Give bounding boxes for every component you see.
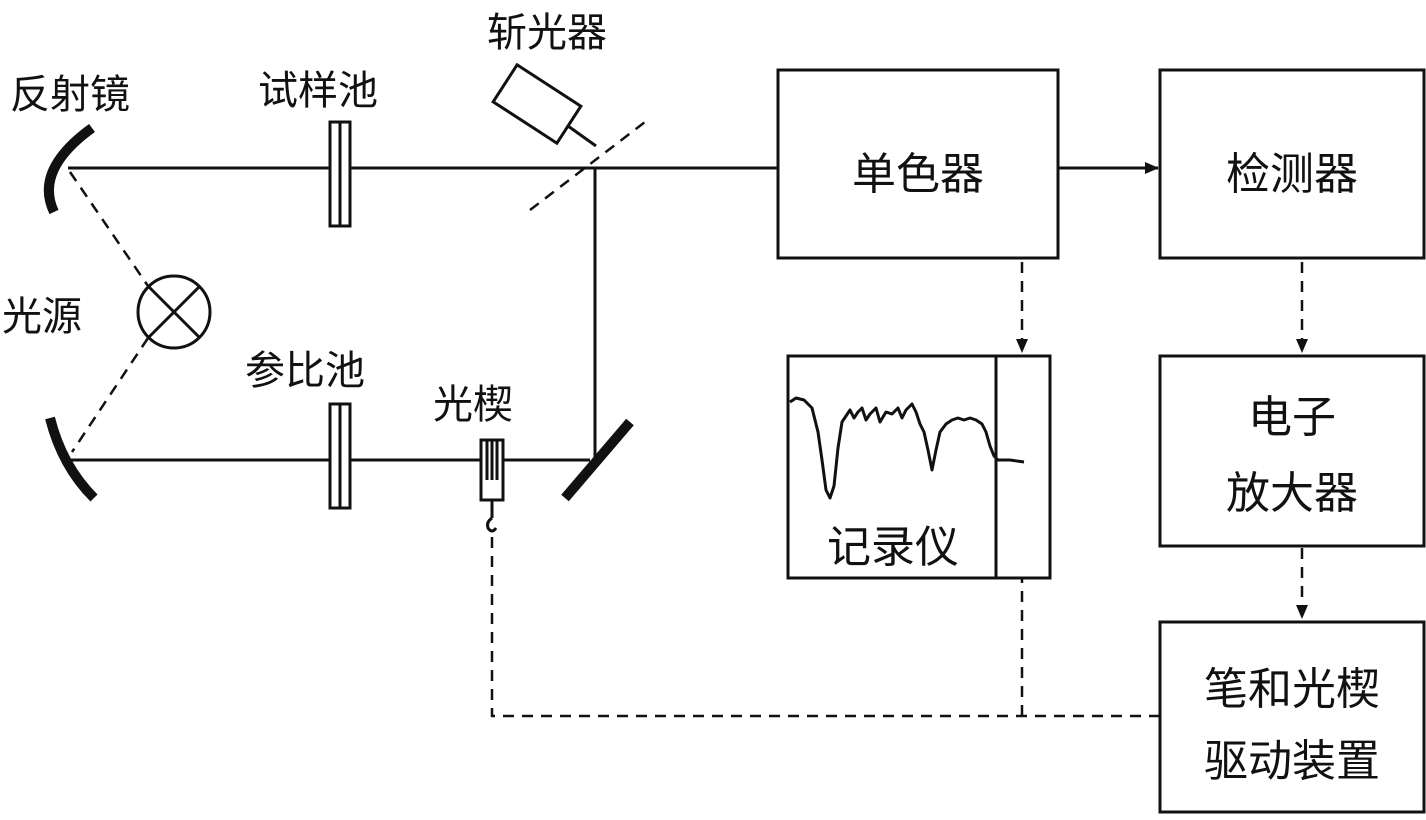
plane-mirror: [561, 418, 634, 502]
detector-label: 检测器: [1226, 149, 1358, 200]
chopper: [491, 62, 646, 211]
reference-cell-label: 参比池: [245, 348, 365, 394]
recorder-label: 记录仪: [827, 522, 959, 573]
reference-cell: [328, 402, 352, 510]
sample-cell-label: 试样池: [258, 68, 378, 114]
amplifier-label-line1: 电子: [1248, 392, 1336, 443]
drive-label-line2: 驱动装置: [1204, 736, 1380, 787]
detector-box: [1158, 68, 1426, 260]
sample-cell: [328, 120, 352, 228]
drive-box: [1158, 620, 1426, 814]
recorder: [786, 354, 1052, 580]
lower-concave-mirror: [45, 416, 98, 502]
monochromator-box: [776, 68, 1060, 260]
upper-concave-mirror: [43, 123, 95, 215]
drive-label-line1: 笔和光楔: [1204, 664, 1380, 715]
chopper-label: 斩光器: [487, 10, 607, 56]
drive-to-wedge-link: [490, 536, 1160, 718]
optical-wedge: [479, 438, 505, 533]
spectrum-trace: [789, 396, 1025, 500]
source-ray-lower: [70, 337, 150, 453]
monochromator-label: 单色器: [852, 149, 984, 200]
light-source: [136, 274, 212, 350]
amplifier-box: [1158, 354, 1426, 548]
amplifier-label-line2: 放大器: [1226, 468, 1358, 519]
optical-wedge-label: 光楔: [433, 382, 513, 428]
source-ray-upper: [68, 171, 150, 287]
light-source-label: 光源: [2, 294, 82, 340]
mirror-label: 反射镜: [10, 72, 130, 118]
